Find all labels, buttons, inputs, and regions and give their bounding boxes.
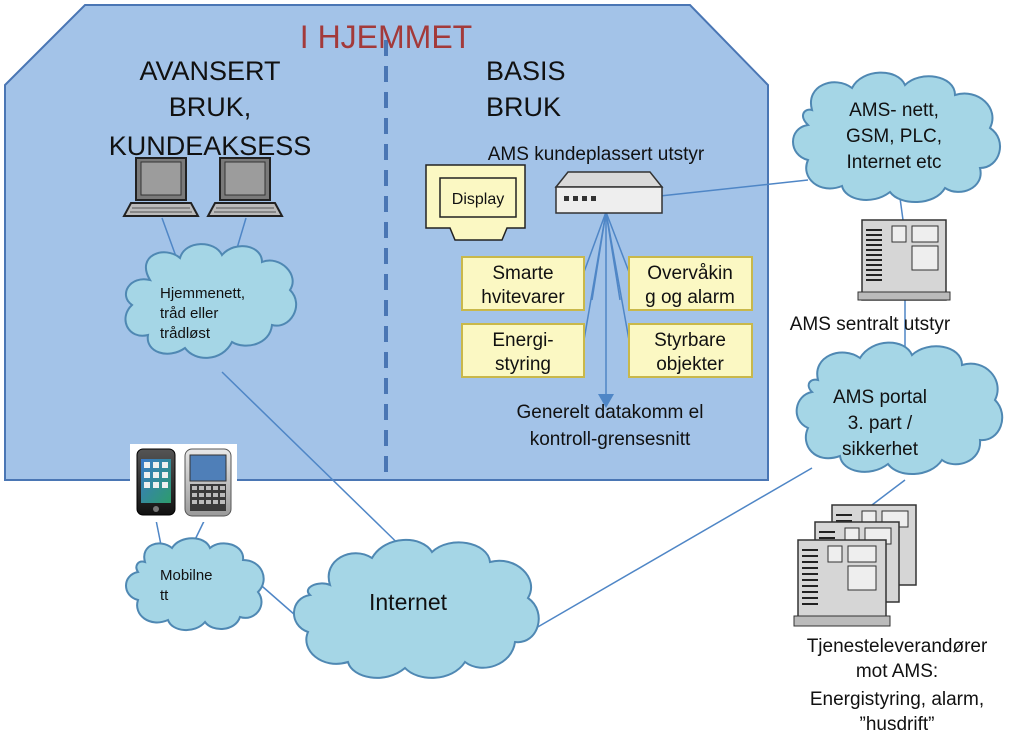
right-section-heading-line1: BASIS xyxy=(486,56,566,86)
mobile-network-label-line2: tt xyxy=(160,587,169,604)
left-section-heading-line2: BRUK, xyxy=(169,92,252,122)
ams-network-label-line2: GSM, PLC, xyxy=(846,126,942,147)
ams-portal-label-line3: sikkerhet xyxy=(842,439,919,460)
router-icon xyxy=(554,171,664,214)
display-icon: Display xyxy=(425,164,526,241)
service-providers-label-line2: mot AMS: xyxy=(856,661,938,682)
monitoring-alarm-box: Overvåkin g og alarm xyxy=(628,256,753,311)
controllable-objects-line2: objekter xyxy=(656,354,724,375)
datacomm-label-line1: Generelt datakomm el xyxy=(517,402,704,423)
server-stack-icon xyxy=(793,504,917,627)
datacomm-label-line2: kontroll-grensesnitt xyxy=(530,429,691,450)
cloud-mobile-network: Mobilne tt xyxy=(125,537,265,631)
ams-portal-label-line2: 3. part / xyxy=(848,413,913,434)
home-network-label-line1: Hjemmenett, xyxy=(160,285,245,302)
diagram-title: I HJEMMET xyxy=(300,19,472,55)
monitoring-alarm-line1: Overvåkin xyxy=(647,263,733,284)
laptop-icon xyxy=(206,157,284,217)
cloud-home-network: Hjemmenett, tråd eller trådløst xyxy=(124,243,297,359)
ams-network-label-line3: Internet etc xyxy=(846,152,941,173)
smart-appliances-box: Smarte hvitevarer xyxy=(461,256,585,311)
monitoring-alarm-line2: g og alarm xyxy=(645,287,735,308)
ams-central-label: AMS sentralt utstyr xyxy=(790,314,951,335)
service-providers-label-line4: ”husdrift” xyxy=(860,714,935,735)
ams-network-label-line1: AMS- nett, xyxy=(849,100,939,121)
ams-equipment-label: AMS kundeplassert utstyr xyxy=(488,144,705,165)
smart-appliances-line2: hvitevarer xyxy=(481,287,565,308)
service-providers-label-line3: Energistyring, alarm, xyxy=(810,689,984,710)
left-section-heading-line1: AVANSERT xyxy=(139,56,280,86)
smartphone-icon xyxy=(136,448,176,516)
display-label: Display xyxy=(452,191,504,208)
ams-portal-label-line1: AMS portal xyxy=(833,387,927,408)
cloud-internet: Internet xyxy=(293,539,540,679)
blackberry-phone-icon xyxy=(184,448,232,517)
cloud-ams-portal: AMS portal 3. part / sikkerhet xyxy=(795,341,1004,476)
laptop-icon xyxy=(122,157,200,217)
home-network-label-line2: tråd eller xyxy=(160,305,218,322)
server-icon xyxy=(857,219,951,301)
smart-appliances-line1: Smarte xyxy=(492,263,553,284)
controllable-objects-box: Styrbare objekter xyxy=(628,323,753,378)
right-section-heading-line2: BRUK xyxy=(486,92,561,122)
internet-label: Internet xyxy=(369,589,448,615)
datacomm-arrowhead xyxy=(598,394,614,408)
cloud-ams-network: AMS- nett, GSM, PLC, Internet etc xyxy=(792,71,1001,204)
left-section-heading-line3: KUNDEAKSESS xyxy=(109,131,312,161)
phones-photo xyxy=(130,444,237,522)
home-network-label-line3: trådløst xyxy=(160,325,211,342)
service-providers-label-line1: Tjenesteleverandører xyxy=(807,636,988,657)
energy-control-line1: Energi- xyxy=(492,330,553,351)
energy-control-line2: styring xyxy=(495,354,551,375)
mobile-network-label-line1: Mobilne xyxy=(160,567,213,584)
energy-control-box: Energi- styring xyxy=(461,323,585,378)
controllable-objects-line1: Styrbare xyxy=(654,330,726,351)
